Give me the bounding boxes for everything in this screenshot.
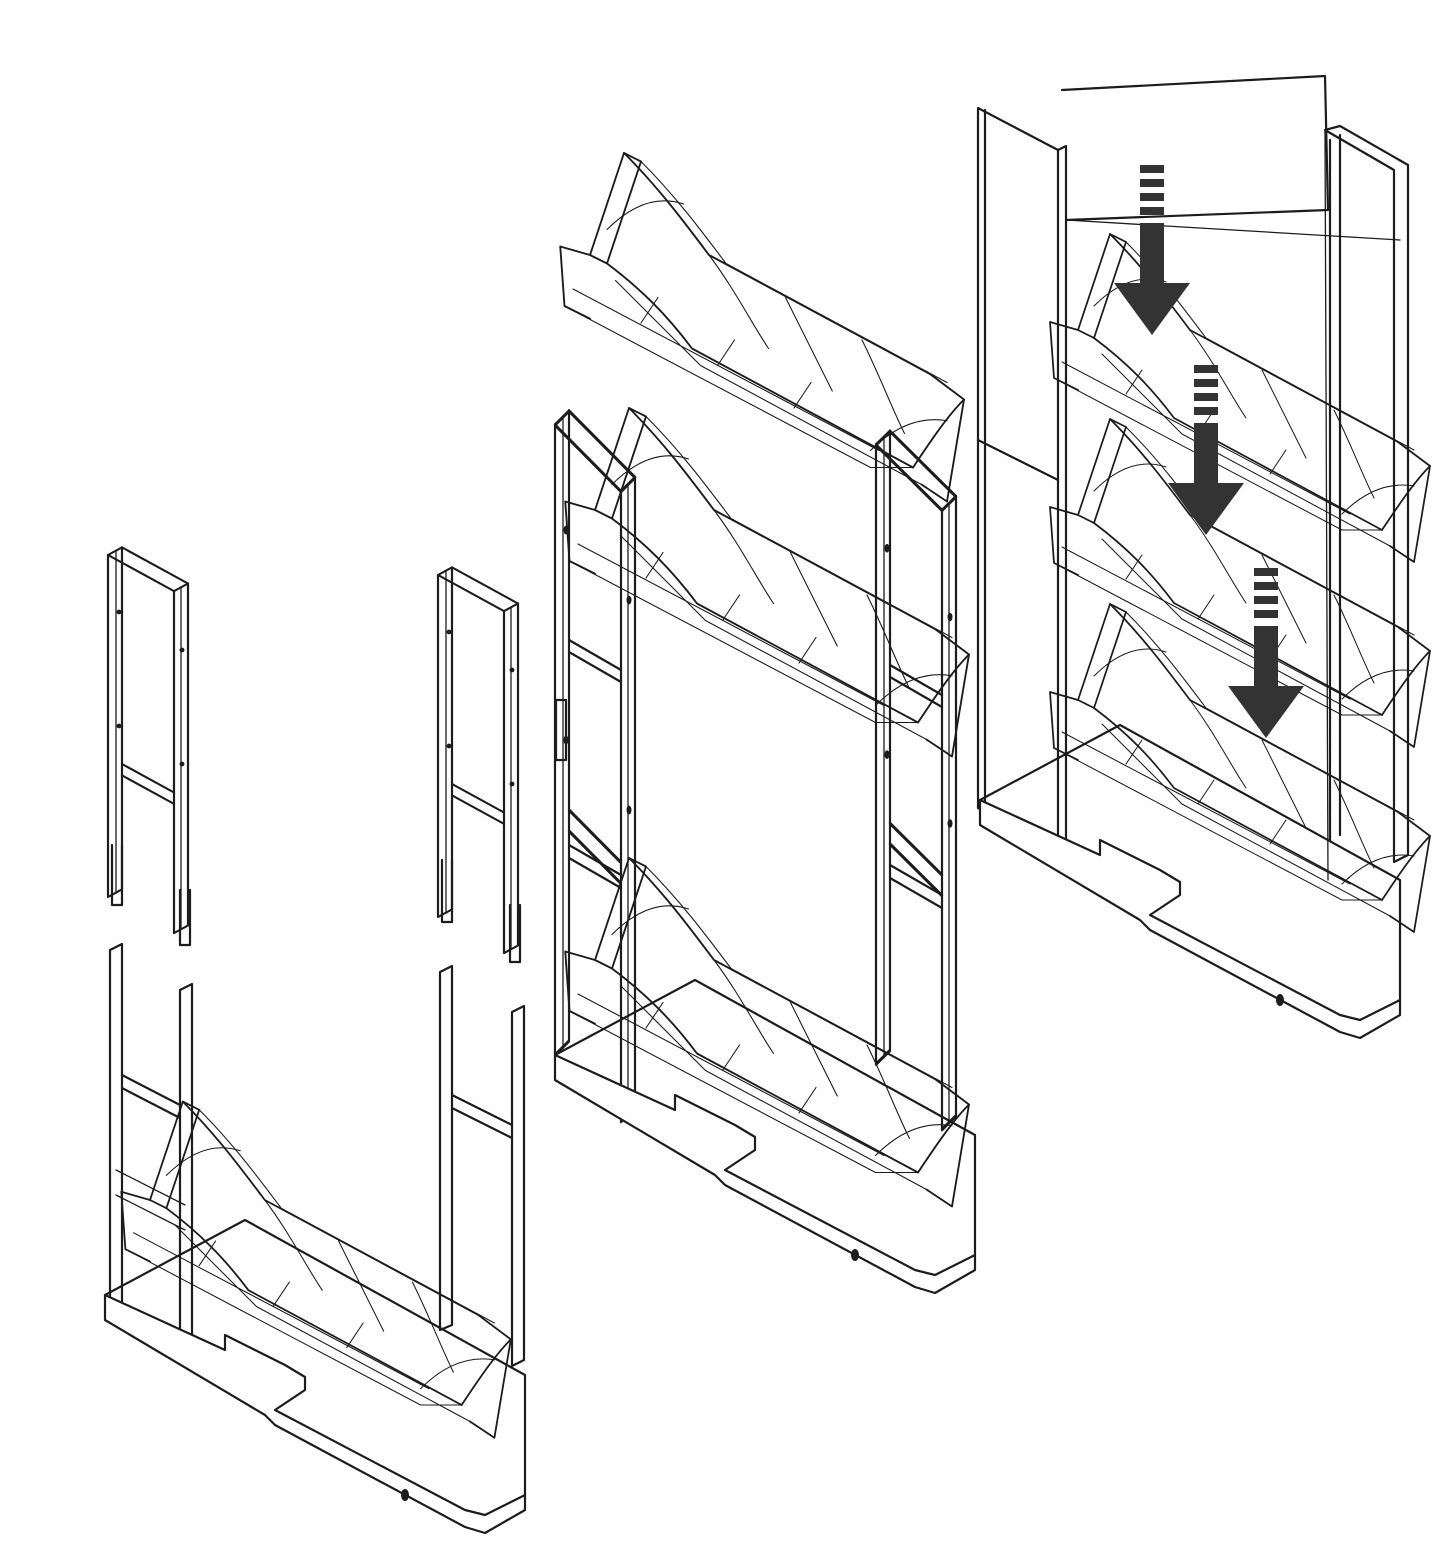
stage-2-right-frame	[874, 429, 958, 1132]
stage-2-lower-shelf	[564, 857, 970, 1208]
stage-1-frame-assembly	[103, 546, 527, 1535]
lower-right-ladder	[438, 964, 526, 1368]
stage-2-upper-shelf	[564, 407, 970, 758]
stage-1-base	[103, 1218, 527, 1535]
stage-2-shelf-installation	[553, 152, 977, 1295]
stage-3-panels-and-shelves-installed	[976, 74, 1431, 1040]
stage-2-left-frame	[553, 409, 637, 1124]
stage-2-base	[553, 978, 977, 1295]
upper-right-ladder	[436, 566, 522, 964]
upper-left-ladder	[106, 546, 192, 947]
stage-3-shelf-1	[1049, 233, 1431, 563]
loose-top-shelf	[559, 152, 965, 503]
back-panel	[1060, 74, 1401, 241]
